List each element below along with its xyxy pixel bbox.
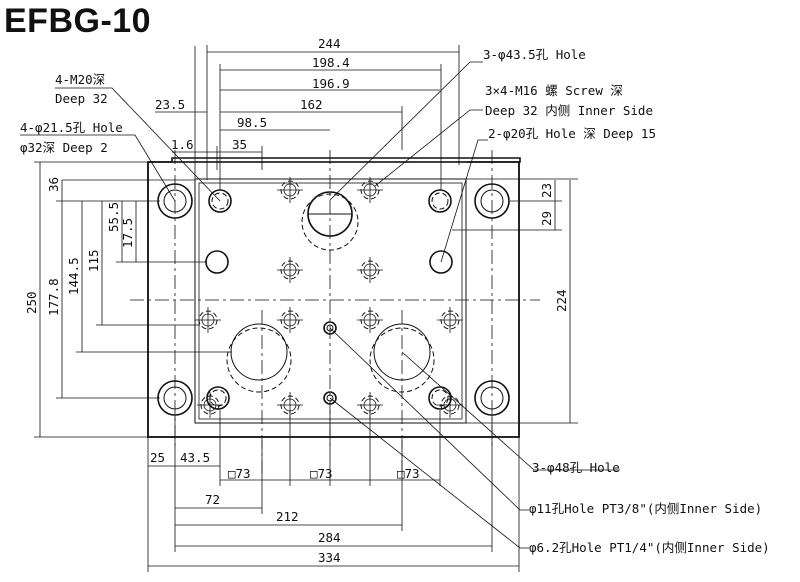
dim-35: 35	[232, 137, 247, 152]
dimension-lines	[34, 45, 578, 572]
dim-224: 224	[554, 289, 569, 312]
note-screw-line2: Deep 32 内侧 Inner Side	[485, 103, 653, 118]
block-outline	[147, 157, 521, 438]
m20-holes	[206, 189, 452, 410]
note-hole20: 2-φ20孔 Hole 深 Deep 15	[488, 126, 656, 141]
dim-196-9: 196.9	[312, 76, 350, 91]
dim-115: 115	[86, 249, 101, 272]
notes: 4-M20深 Deep 32 4-φ21.5孔 Hole φ32深 Deep 2…	[20, 47, 770, 555]
note-m20-line2: Deep 32	[55, 91, 108, 106]
corner-holes	[157, 183, 510, 416]
m16-screw-hole	[357, 257, 383, 283]
dim-sq73-b: □73	[310, 466, 333, 481]
dim-212: 212	[276, 509, 299, 524]
dim-17-5: 17.5	[120, 218, 135, 248]
m16-screw-hole	[437, 307, 463, 333]
dim-23-5: 23.5	[155, 97, 185, 112]
diagram-title: EFBG-10	[4, 2, 152, 40]
dim-55-5: 55.5	[106, 202, 121, 232]
m16-screw-hole	[195, 307, 221, 333]
dim-sq73-c: □73	[397, 466, 420, 481]
note-hole48: 3-φ48孔 Hole	[532, 460, 620, 475]
dim-334: 334	[318, 550, 341, 565]
note-hole11: φ11孔Hole PT3/8"(内侧Inner Side)	[529, 501, 762, 516]
dim-198-4: 198.4	[312, 55, 350, 70]
dim-284: 284	[318, 530, 341, 545]
dim-36: 36	[46, 177, 61, 192]
dim-162: 162	[300, 97, 323, 112]
dim-250: 250	[24, 291, 39, 314]
small-ports	[323, 321, 337, 405]
dim-1-6: 1.6	[171, 137, 194, 152]
dimension-labels: 244 198.4 196.9 162 98.5 35 1.6 23.5 25 …	[24, 36, 569, 565]
dim-43-5: 43.5	[180, 450, 210, 465]
dim-72: 72	[205, 492, 220, 507]
m16-screw-hole	[277, 177, 303, 203]
note-hole21-line2: φ32深 Deep 2	[20, 140, 108, 155]
m16-screw-hole	[197, 392, 223, 418]
note-hole6: φ6.2孔Hole PT1/4"(内侧Inner Side)	[529, 540, 770, 555]
m16-screw-hole	[357, 177, 383, 203]
leader-lines	[20, 61, 620, 549]
dim-sq73-a: □73	[228, 466, 251, 481]
note-hole43: 3-φ43.5孔 Hole	[483, 47, 586, 62]
dim-23: 23	[539, 183, 554, 198]
m16-screw-hole	[277, 257, 303, 283]
dim-98-5: 98.5	[237, 115, 267, 130]
note-screw-line1: 3×4-M16 螺 Screw 深	[485, 83, 623, 98]
dim-177-8: 177.8	[46, 278, 61, 316]
m16-screw-hole	[277, 307, 303, 333]
m16-screw-hole	[357, 307, 383, 333]
note-m20-line1: 4-M20深	[55, 72, 105, 87]
dim-25: 25	[150, 450, 165, 465]
dim-244: 244	[318, 36, 341, 51]
large-ports	[226, 191, 435, 393]
phi20-holes	[205, 250, 453, 274]
m16-screw-hole	[437, 392, 463, 418]
dim-144-5: 144.5	[66, 257, 81, 295]
note-hole21-line1: 4-φ21.5孔 Hole	[20, 120, 123, 135]
dim-29: 29	[539, 211, 554, 226]
